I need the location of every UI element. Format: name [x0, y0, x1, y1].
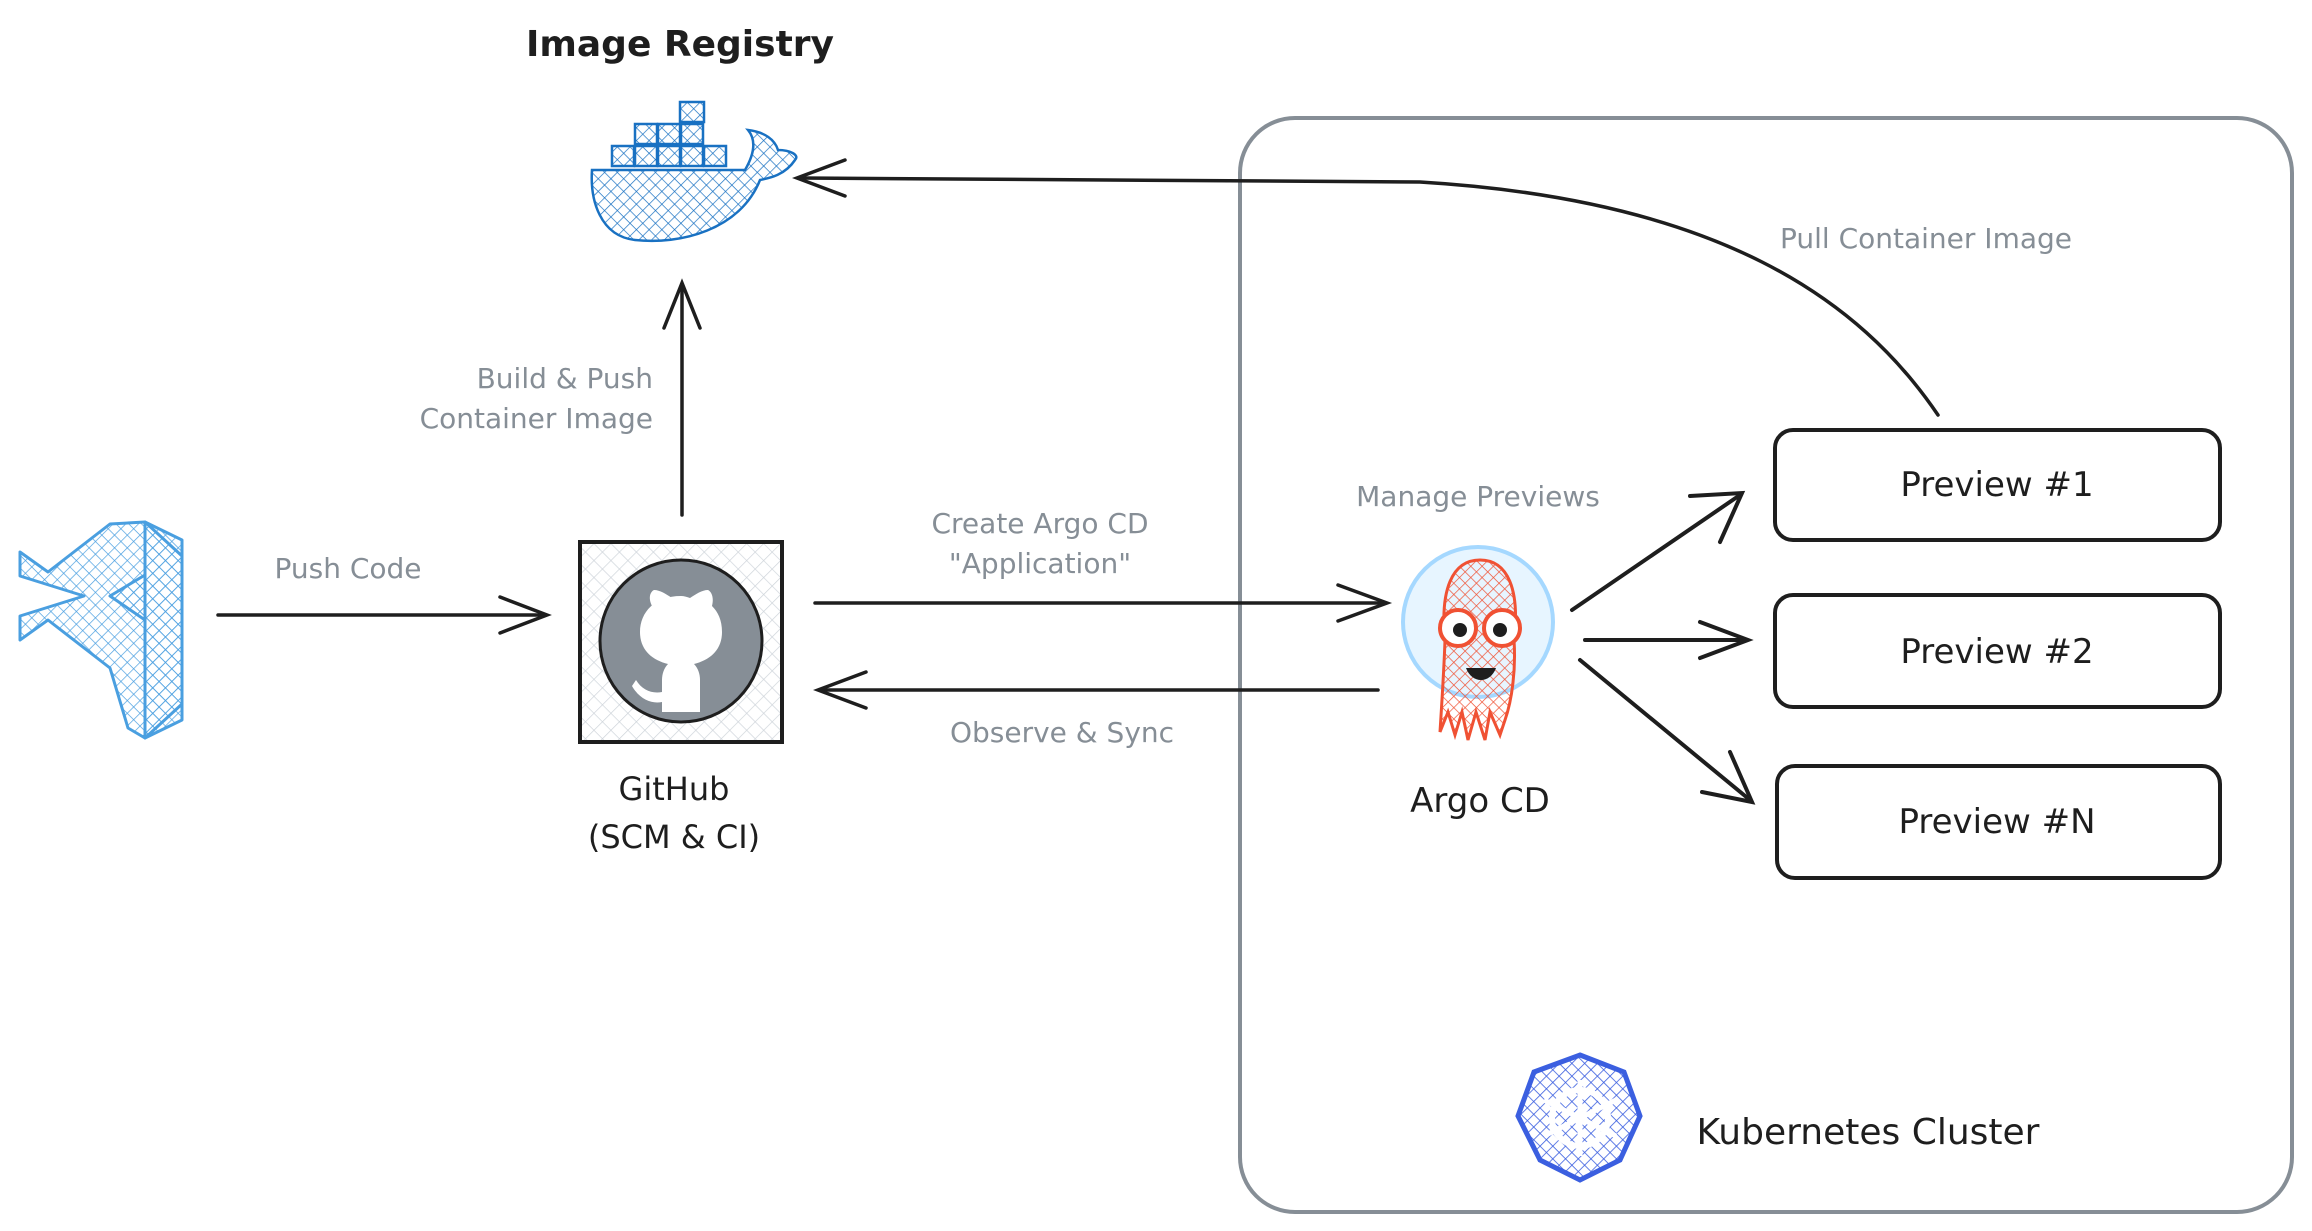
preview-arrows [1570, 490, 1756, 805]
create-application-arrow [813, 583, 1393, 623]
github-box [578, 540, 784, 744]
registry-title: Image Registry [526, 24, 834, 65]
create-application-label: Create Argo CD [931, 507, 1148, 540]
preview-label-1: Preview #1 [1900, 465, 2093, 505]
github-octocat-icon [598, 558, 764, 724]
docker-whale-icon [590, 100, 798, 243]
manage-previews-label: Manage Previews [1356, 480, 1600, 513]
preview-label-2: Preview #2 [1900, 632, 2093, 672]
github-sublabel: (SCM & CI) [588, 818, 760, 856]
kubernetes-helm-icon [1515, 1052, 1643, 1183]
preview-label-n: Preview #N [1898, 802, 2095, 842]
vscode-icon [18, 520, 184, 740]
build-push-arrow [662, 278, 702, 517]
argo-cd-label: Argo CD [1410, 781, 1550, 821]
kubernetes-cluster-boundary [1238, 116, 2294, 1214]
preview-box-1[interactable]: Preview #1 [1773, 428, 2222, 542]
observe-sync-label: Observe & Sync [950, 716, 1174, 749]
preview-box-n[interactable]: Preview #N [1775, 764, 2222, 880]
pull-image-label: Pull Container Image [1780, 222, 2072, 255]
pull-image-arrow [792, 158, 1940, 417]
push-code-arrow [216, 595, 552, 635]
preview-box-2[interactable]: Preview #2 [1773, 593, 2222, 709]
github-label: GitHub [619, 770, 730, 808]
argo-octopus-icon [1401, 545, 1555, 741]
observe-sync-arrow [813, 670, 1380, 710]
push-code-label: Push Code [274, 552, 421, 585]
build-push-sublabel: Container Image [420, 402, 653, 435]
build-push-label: Build & Push [477, 362, 653, 395]
kubernetes-cluster-label: Kubernetes Cluster [1696, 1112, 2039, 1153]
create-application-sublabel: "Application" [949, 547, 1131, 580]
